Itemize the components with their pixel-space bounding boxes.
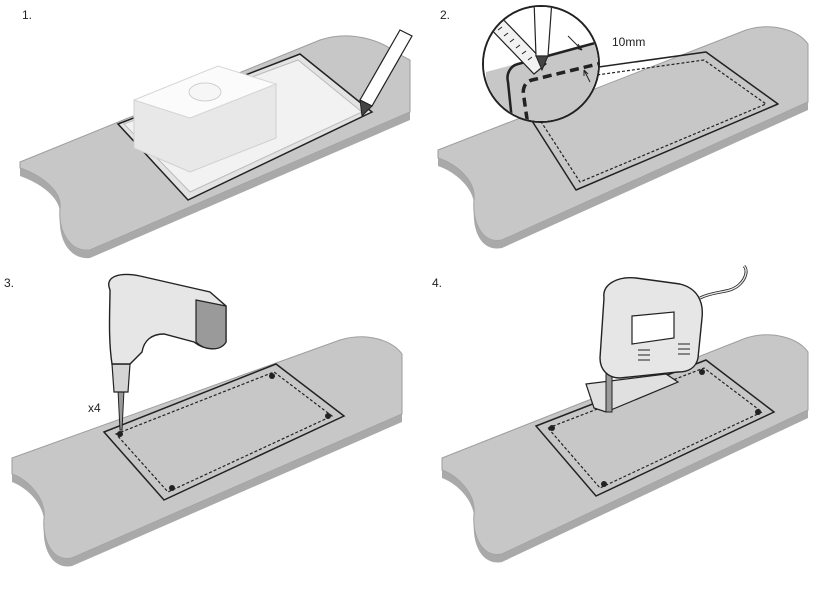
sink-trace-outline [102,363,346,501]
drill-hole [169,485,175,491]
step-2-illustration: 10mm [437,5,809,249]
countertop-front-edge [442,410,808,563]
step-4-number: 4. [432,276,443,290]
drill-hole [269,373,275,379]
step-3-panel: 3. x4 [0,273,406,596]
dimension-arrows [567,35,591,83]
step-1-illustration [19,29,413,259]
step-1-panel: 1. [0,0,413,298]
sink-drain [188,82,222,102]
drill-hole [117,431,123,437]
drill-hole [755,409,761,415]
drill-hole [549,425,555,431]
countertop [11,336,403,559]
hole-count-label: x4 [88,401,101,415]
step-1-number: 1. [22,8,33,22]
drill-hole [325,413,331,419]
pencil-icon [533,7,553,72]
magnified-outline [506,38,598,121]
cut-line-dashed [516,59,768,183]
pencil-icon [359,29,413,118]
step-2-number: 2. [440,8,451,22]
step-4-illustration [441,264,809,563]
step-2-panel: 2. [406,0,812,298]
step-4-panel: 4. [406,264,812,596]
cut-line-dashed [114,371,334,493]
sink-trace-outline [505,51,779,191]
dimension-label: 10mm [612,35,645,49]
drill-icon [108,273,227,431]
drill-hole [601,481,607,487]
jigsaw-icon [585,264,748,413]
magnified-dashed-line [521,60,598,121]
step-3-number: 3. [4,276,15,290]
detail-magnifier [482,5,600,123]
drill-hole [699,369,705,375]
countertop-front-edge [12,414,402,567]
step-3-illustration: x4 [11,273,403,567]
